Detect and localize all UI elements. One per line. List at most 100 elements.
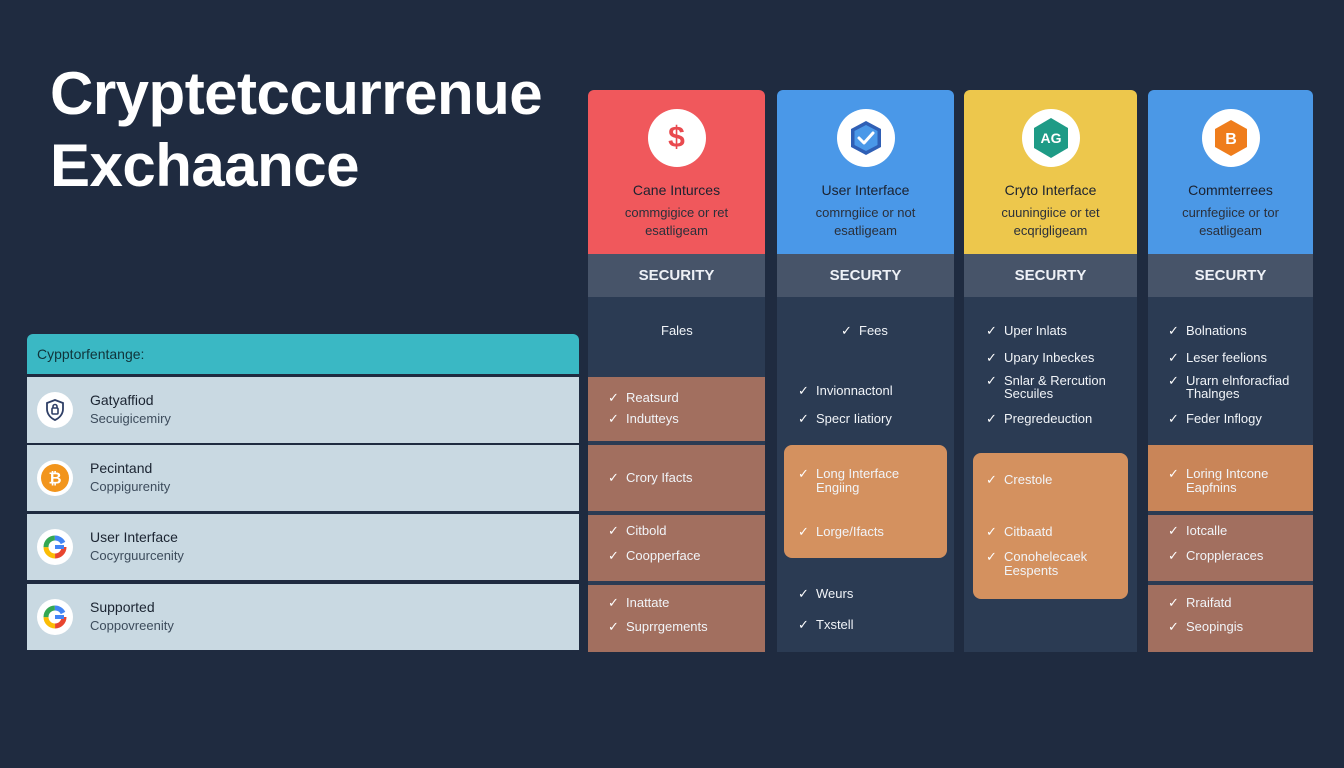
feature-item: ✓ Feder Inflogy (1168, 412, 1262, 426)
page-title: Cryptetccurrenue Exchaance (50, 58, 543, 202)
feature-item: ✓Crestole (986, 473, 1052, 487)
security-heading: SECURTY (777, 254, 954, 297)
check-icon: ✓ (1168, 619, 1179, 634)
check-icon: ✓ (1168, 323, 1179, 338)
g-logo-icon (37, 529, 73, 565)
check-icon: ✓ (798, 383, 809, 398)
feature-item: ✓Inattate (608, 596, 669, 610)
check-icon: ✓ (986, 472, 997, 487)
g-logo-icon (37, 599, 73, 635)
feature-label: Fees (859, 323, 888, 338)
feature-label: Weurs (816, 586, 854, 601)
check-icon: ✓ (608, 470, 619, 485)
plan-features: ✓ Bolnations ✓ Leser feelions ✓Urarn elnfo… (1148, 297, 1313, 652)
plan-title: User Interface (821, 182, 910, 198)
feature-label: Secuiles (1004, 386, 1054, 401)
check-icon: ✓ (608, 548, 619, 563)
feature-label: Uper Inlats (1004, 323, 1067, 338)
feature-item: ✓Txstell (798, 618, 854, 632)
feature-cell (1148, 585, 1313, 652)
feature-item: ✓Fees (841, 324, 888, 338)
plan-description-line: comrngiice or not (815, 205, 916, 220)
feature-item: ✓Citbaatd (986, 525, 1052, 539)
plan-title: Cryto Interface (1004, 182, 1097, 198)
check-icon: ✓ (986, 373, 997, 388)
feature-cell (588, 445, 765, 511)
plan-description-line: commgigice or ret (624, 205, 729, 220)
feature-item: ✓Lorge/Ifacts (798, 525, 884, 539)
feature-label: Conohelecaek (1004, 549, 1088, 564)
feature-item: ✓Rraifatd (1168, 596, 1232, 610)
plan-column-3[interactable]: AG Cryto Interface cuuningiice or tet ec… (964, 90, 1137, 652)
feature-item: ✓Upary Inbeckes (986, 351, 1094, 365)
page-title-line-1: Cryptetccurrenue (50, 60, 543, 127)
plan-column-header: B Commterrees curnfegiice or tor esatlig… (1148, 90, 1313, 254)
list-item-sub: Coppovreenity (90, 618, 174, 633)
feature-label: Croppleraces (1186, 548, 1264, 563)
check-icon: ✓ (986, 323, 997, 338)
feature-cell (588, 515, 765, 581)
list-item-row-1[interactable]: Gatyaffiod Secuigicemiry (27, 377, 579, 443)
dollar-icon-glyph: $ (668, 121, 685, 154)
check-icon: ✓ (986, 411, 997, 426)
comparison-list-header: Cypptorfentange: (27, 334, 579, 374)
check-icon: ✓ (608, 390, 619, 405)
feature-item: Secuiles (1004, 387, 1053, 401)
feature-item: ✓Weurs (798, 587, 853, 601)
dollar-icon: $ (647, 109, 706, 167)
plan-column-4[interactable]: B Commterrees curnfegiice or tor esatlig… (1148, 90, 1313, 652)
bitcoin-icon-glyph: B (1225, 131, 1237, 148)
check-icon: ✓ (798, 466, 809, 481)
feature-label: Bolnations (1186, 323, 1247, 338)
bitcoin-icon: ₿ (37, 460, 73, 496)
check-icon: ✓ (608, 619, 619, 634)
feature-label: Invionnactonl (816, 383, 893, 398)
feature-label: Specr Iiatiory (816, 411, 892, 426)
feature-item: ✓Urarn elnforacfiad (1168, 374, 1289, 388)
plan-description-line: curnfegiice or tor (1182, 205, 1279, 220)
feature-label: Coopperface (626, 548, 701, 563)
plan-description-line: ecqrigligeam (1013, 223, 1088, 238)
feature-item: ✓Seopingis (1168, 620, 1243, 634)
feature-item: ✓Croppleraces (1168, 549, 1263, 563)
feature-item: Fales (661, 324, 693, 338)
feature-item: ✓Citbold (608, 524, 666, 538)
plan-column-header: $ Cane Inturces commgigice or ret esatli… (588, 90, 765, 254)
feature-label: Thalnges (1186, 386, 1240, 401)
check-icon: ✓ (608, 411, 619, 426)
feature-item: ✓ Coopperface (608, 549, 700, 563)
list-item-row-4[interactable]: Supported Coppovreenity (27, 584, 579, 650)
feature-label: Pregredeuction (1004, 411, 1093, 426)
plan-description-line: esatligeam (834, 223, 897, 238)
plan-column-header: AG Cryto Interface cuuningiice or tet ec… (964, 90, 1137, 254)
feature-label: Iotcalle (1186, 523, 1228, 538)
feature-label: Leser feelions (1186, 350, 1267, 365)
security-heading: SECURTY (964, 254, 1137, 297)
feature-highlight-box (784, 445, 947, 558)
feature-cell (1148, 515, 1313, 581)
list-item-row-3[interactable]: User Interface Cocyrguurcenity (27, 514, 579, 580)
feature-label: Feder Inflogy (1186, 411, 1262, 426)
bitcoin-icon: B (1201, 109, 1260, 167)
feature-label: Snlar & Rercution (1004, 373, 1106, 388)
plan-description-line: esatligeam (1199, 223, 1262, 238)
check-icon: ✓ (1168, 373, 1179, 388)
feature-item: ✓ Pregredeuction (986, 412, 1092, 426)
plan-column-1[interactable]: $ Cane Inturces commgigice or ret esatli… (588, 90, 765, 652)
plan-column-header: User Interface comrngiice or not esatlig… (777, 90, 954, 254)
feature-label: Citbaatd (1004, 524, 1053, 539)
feature-item: ✓Long Interface (798, 467, 899, 481)
plan-features: ✓Fees ✓ Invionnactonl ✓ Specr Iiatiory ✓Lo… (777, 297, 954, 652)
plan-description-line: esatligeam (645, 223, 708, 238)
plan-column-2[interactable]: User Interface comrngiice or not esatlig… (777, 90, 954, 652)
feature-item: ✓Crory Ifacts (608, 471, 692, 485)
list-item-row-2[interactable]: ₿ Pecintand Coppigurenity (27, 445, 579, 511)
check-icon: ✓ (1168, 411, 1179, 426)
shield-check-icon (836, 109, 895, 167)
feature-label: Indutteys (626, 411, 679, 426)
feature-label: Txstell (816, 617, 854, 632)
feature-item: ✓Loring Intcone (1168, 467, 1268, 481)
feature-item: ✓ Bolnations (1168, 324, 1247, 338)
feature-label: Engiing (816, 480, 860, 495)
security-heading: SECURITY (588, 254, 765, 297)
